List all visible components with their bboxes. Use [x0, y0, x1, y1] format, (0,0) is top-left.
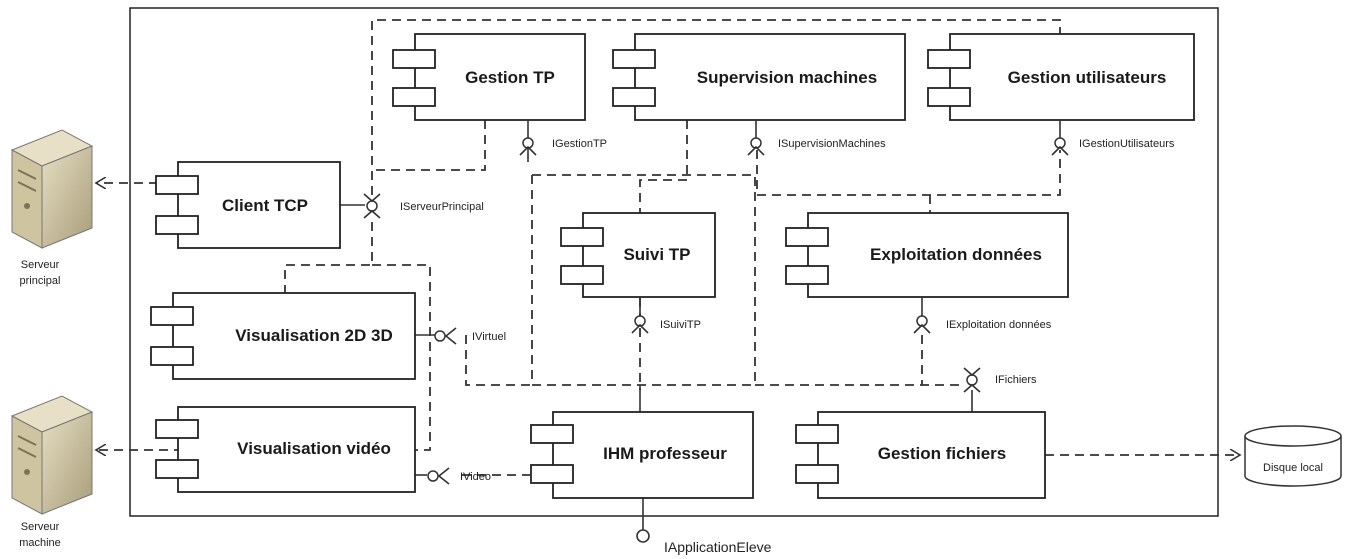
node-serveur-machine: Serveur machine [10, 395, 94, 549]
iface-label: ISupervisionMachines [778, 138, 886, 150]
iface-label: IGestionUtilisateurs [1079, 138, 1175, 150]
node-label: machine [19, 537, 61, 549]
iface-isuivitp: ISuiviTP [631, 297, 701, 334]
iface-label: IVideo [460, 471, 491, 483]
component-suivi-tp[interactable]: Suivi TP [560, 212, 716, 298]
component-gestion-utilisateurs[interactable]: Gestion utilisateurs [927, 33, 1195, 121]
node-label: Disque local [1263, 462, 1323, 474]
iface-iserveur: IServeurPrincipal [363, 193, 484, 219]
component-ihm-professeur[interactable]: IHM professeur [530, 411, 754, 499]
iface-label: IServeurPrincipal [400, 201, 484, 213]
component-title: Visualisation 2D 3D [235, 326, 392, 345]
component-title: IHM professeur [603, 444, 727, 463]
iface-label: IApplicationEleve [664, 539, 772, 555]
iface-label: IGestionTP [552, 138, 607, 150]
iface-label: IVirtuel [472, 331, 506, 343]
component-title: Gestion fichiers [878, 444, 1006, 463]
iface-ivideo: IVideo [427, 467, 491, 485]
component-visualisation-video[interactable]: Visualisation vidéo [155, 406, 416, 493]
component-title: Exploitation données [870, 245, 1042, 264]
iface-label: ISuiviTP [660, 319, 701, 331]
node-disque-local: Disque local [1244, 425, 1342, 487]
disk-icon [1244, 425, 1342, 487]
component-title: Suivi TP [623, 245, 690, 264]
iface-igestiontp: IGestionTP [519, 120, 607, 162]
node-label: Serveur [21, 521, 60, 533]
component-title: Supervision machines [697, 68, 877, 87]
iface-iexploitation: IExploitation données [913, 297, 1052, 334]
iface-isupervision: ISupervisionMachines [747, 120, 886, 156]
component-title: Client TCP [222, 196, 308, 215]
server-icon [10, 395, 94, 515]
component-supervision-machines[interactable]: Supervision machines [612, 33, 906, 121]
server-icon [10, 129, 94, 249]
component-title: Visualisation vidéo [237, 439, 391, 458]
dependency-lines [96, 19, 1240, 530]
component-gestion-tp[interactable]: Gestion TP [392, 33, 586, 121]
component-title: Gestion TP [465, 68, 555, 87]
node-label: Serveur [21, 259, 60, 271]
iface-label: IFichiers [995, 374, 1037, 386]
component-client-tcp[interactable]: Client TCP [155, 161, 341, 249]
iface-ifichiers: IFichiers [963, 367, 1037, 393]
iface-ivirtuel: IVirtuel [434, 327, 506, 345]
iface-label: IExploitation données [946, 319, 1052, 331]
component-visualisation-2d3d[interactable]: Visualisation 2D 3D [150, 292, 416, 380]
component-title: Gestion utilisateurs [1008, 68, 1167, 87]
iface-igestionutil: IGestionUtilisateurs [1051, 120, 1175, 156]
system-boundary [129, 7, 1219, 517]
component-gestion-fichiers[interactable]: Gestion fichiers [795, 411, 1046, 499]
node-serveur-principal: Serveur principal [10, 129, 94, 287]
iface-iapplicationeleve: IApplicationEleve [636, 529, 772, 555]
component-exploitation-donnees[interactable]: Exploitation données [785, 212, 1069, 298]
node-label: principal [20, 275, 61, 287]
